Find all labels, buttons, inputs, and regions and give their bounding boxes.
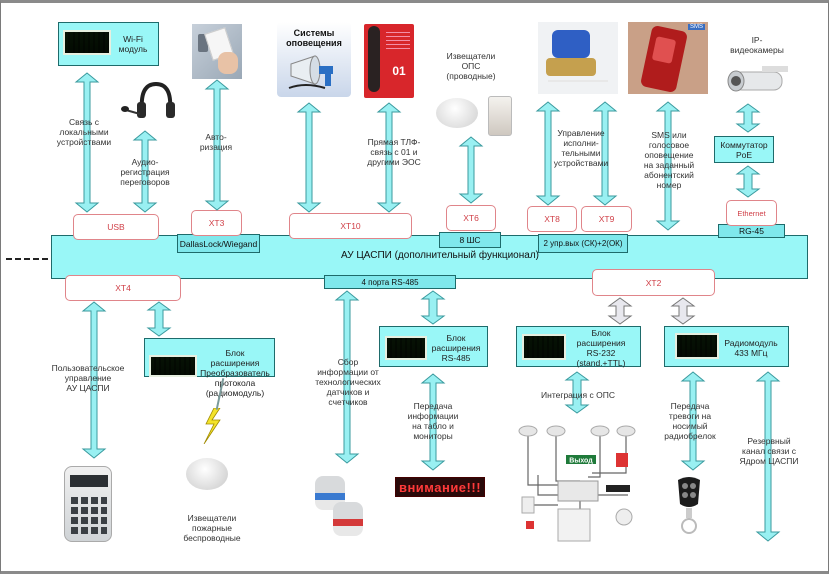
keypad-icon <box>64 466 112 542</box>
interface-outputs: 2 упр.вых (СК)+2(ОК) <box>538 234 628 253</box>
sms-phone-image: SMS <box>628 22 708 94</box>
megaphone-icon <box>288 55 333 89</box>
arrow-valve-2 <box>592 101 618 206</box>
arrow-displays <box>420 373 446 471</box>
port-xt9: XT9 <box>581 206 632 232</box>
circuit-board-icon <box>149 355 197 377</box>
circuit-board-icon <box>63 30 111 55</box>
ops-system-diagram-image: Выход <box>518 425 638 542</box>
alert-systems-image: Системы оповещения <box>277 22 351 97</box>
arrow-backup-channel <box>755 371 781 542</box>
label-ops-integration: Интеграция с ОПС <box>541 390 615 400</box>
wireless-smoke-detector-icon <box>186 458 228 490</box>
ip-cameras-label: IP-видеокамеры <box>730 35 784 55</box>
motion-sensor-icon <box>488 96 512 136</box>
circuit-board-icon <box>385 336 427 360</box>
arrow-rs232-integration <box>564 371 590 414</box>
arrow-converter <box>146 301 172 337</box>
arrow-xt2-rs232 <box>607 297 633 325</box>
smoke-detector-icon <box>436 98 478 128</box>
port-ethernet: Ethernet <box>726 200 777 226</box>
access-card-reader-icon <box>192 24 242 79</box>
arrow-wifi <box>74 72 100 213</box>
arrow-auth <box>204 79 230 211</box>
emergency-phone-image: 01 <box>364 24 414 98</box>
poe-switch-block <box>714 136 774 163</box>
port-xt6: XT6 <box>446 205 496 231</box>
port-xt8: XT8 <box>527 206 577 232</box>
arrow-audio <box>132 130 158 213</box>
arrow-alert-systems <box>296 102 322 213</box>
headset-icon <box>120 80 176 124</box>
arrow-user-control <box>81 301 107 459</box>
port-usb: USB <box>73 214 159 240</box>
interface-8shs: 8 ШС <box>439 232 501 248</box>
circuit-board-icon <box>675 333 719 359</box>
led-display-board: внимание!!! <box>395 477 485 497</box>
arrow-ops-wired <box>458 136 484 204</box>
circuit-board-icon <box>522 334 566 360</box>
main-unit-title: АУ ЦАСПИ (дополнительный функционал) <box>341 250 539 261</box>
wireless-signal-icon <box>203 408 221 444</box>
water-meters-icon <box>305 474 369 542</box>
arrow-poe-ethernet <box>735 165 761 198</box>
arrow-sms <box>655 101 681 231</box>
interface-rs485: 4 порта RS-485 <box>324 275 456 289</box>
ip-camera-icon <box>722 64 790 98</box>
arrow-xt2-radio <box>670 297 696 325</box>
port-xt10: XT10 <box>289 213 412 239</box>
arrow-fob <box>680 371 706 471</box>
arrow-valve-1 <box>535 101 561 206</box>
arrow-sensors <box>334 290 360 464</box>
svg-text:Выход: Выход <box>569 458 593 465</box>
sms-badge: SMS <box>688 24 706 30</box>
port-xt3: XT3 <box>191 210 242 236</box>
port-xt2: XT2 <box>592 269 715 296</box>
key-fob-icon <box>676 474 702 536</box>
arrow-phone <box>376 102 402 213</box>
arrow-rs485-block <box>420 290 446 325</box>
dashed-connector <box>6 258 48 260</box>
port-xt4: XT4 <box>65 275 181 301</box>
label-authorization: Авто-ризация <box>199 132 233 152</box>
arrow-camera-poe <box>735 103 761 133</box>
motorized-valve-image <box>538 22 618 94</box>
